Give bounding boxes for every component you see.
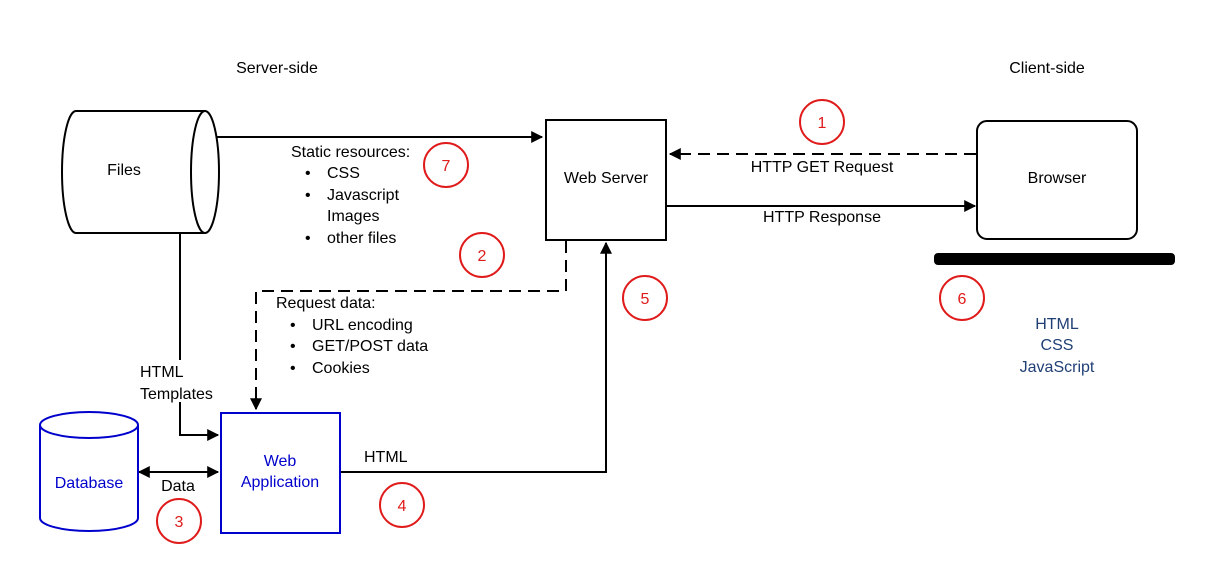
step-3-badge: 3 xyxy=(156,498,202,544)
step-circle xyxy=(799,99,845,145)
browser-node: Browser xyxy=(934,120,1175,265)
step-number: 4 xyxy=(398,498,407,515)
data-label: Data xyxy=(161,478,195,495)
step-circle xyxy=(379,482,425,528)
client-side-heading: Client-side xyxy=(1009,60,1085,77)
laptop-base xyxy=(934,253,1175,265)
browser-screen xyxy=(976,120,1138,240)
step-circle xyxy=(622,275,668,321)
database-cylinder-top xyxy=(39,424,139,439)
step-4-badge: 4 xyxy=(379,482,425,528)
step-number: 2 xyxy=(478,248,487,265)
web-application-label-line2: Application xyxy=(241,474,319,491)
static-resources-title: Static resources: xyxy=(291,144,410,161)
web-server-node: Web Server xyxy=(545,119,667,241)
html-templates-arrow xyxy=(179,232,220,441)
html-label: HTML xyxy=(364,449,408,466)
http-response-label: HTTP Response xyxy=(763,209,881,226)
static-resource-item: other files xyxy=(327,230,396,247)
static-resources-list: Static resources: • CSS • Javascript Ima… xyxy=(291,144,410,247)
request-data-item: GET/POST data xyxy=(312,338,428,355)
bullet: • xyxy=(305,187,311,204)
request-data-item: Cookies xyxy=(312,360,370,377)
client-tech-javascript: JavaScript xyxy=(1020,359,1095,376)
step-circle xyxy=(423,142,469,188)
request-data-title: Request data: xyxy=(276,295,376,312)
step-circle xyxy=(939,275,985,321)
step-circle xyxy=(156,498,202,544)
browser-label: Browser xyxy=(1028,170,1087,187)
step-6-badge: 6 xyxy=(939,275,985,321)
step-number: 3 xyxy=(175,514,184,531)
client-tech-html: HTML xyxy=(1035,316,1079,333)
request-data-arrow xyxy=(250,241,567,411)
step-circle xyxy=(459,232,505,278)
bullet: • xyxy=(305,165,311,182)
http-get-request-label: HTTP GET Request xyxy=(751,159,894,176)
bullet: • xyxy=(290,338,296,355)
static-resource-item: Images xyxy=(327,208,379,225)
files-cylinder-end xyxy=(190,110,206,234)
step-number: 7 xyxy=(442,158,451,175)
request-data-item: URL encoding xyxy=(312,317,413,334)
bullet: • xyxy=(290,360,296,377)
html-templates-label-line1: HTML xyxy=(140,364,184,381)
web-application-node: Web Application xyxy=(220,412,341,534)
bullet: • xyxy=(290,317,296,334)
web-server-label: Web Server xyxy=(564,170,649,187)
files-label: Files xyxy=(107,162,141,179)
static-resource-item: CSS xyxy=(327,165,360,182)
step-1-badge: 1 xyxy=(799,99,845,145)
web-application-label-line1: Web xyxy=(264,453,297,470)
step-2-badge: 2 xyxy=(459,232,505,278)
step-number: 1 xyxy=(818,115,827,132)
web-server-box xyxy=(545,119,667,241)
html-templates-label-bg xyxy=(136,360,228,402)
static-resource-item: Javascript xyxy=(327,187,400,204)
step-number: 5 xyxy=(641,291,650,308)
server-side-heading: Server-side xyxy=(236,60,318,77)
files-node: Files xyxy=(61,110,220,234)
bullet: • xyxy=(305,230,311,247)
html-response-arrow xyxy=(341,241,612,473)
client-tech-css: CSS xyxy=(1041,337,1074,354)
database-cylinder-shape xyxy=(39,411,139,532)
step-number: 6 xyxy=(958,291,967,308)
html-templates-label-line2: Templates xyxy=(140,386,213,403)
client-tech-list: HTML CSS JavaScript xyxy=(1020,316,1095,376)
database-label: Database xyxy=(55,475,124,492)
database-node: Database xyxy=(39,411,139,532)
step-5-badge: 5 xyxy=(622,275,668,321)
web-application-box xyxy=(220,412,341,534)
request-data-list: Request data: • URL encoding • GET/POST … xyxy=(276,295,428,377)
step-7-badge: 7 xyxy=(423,142,469,188)
